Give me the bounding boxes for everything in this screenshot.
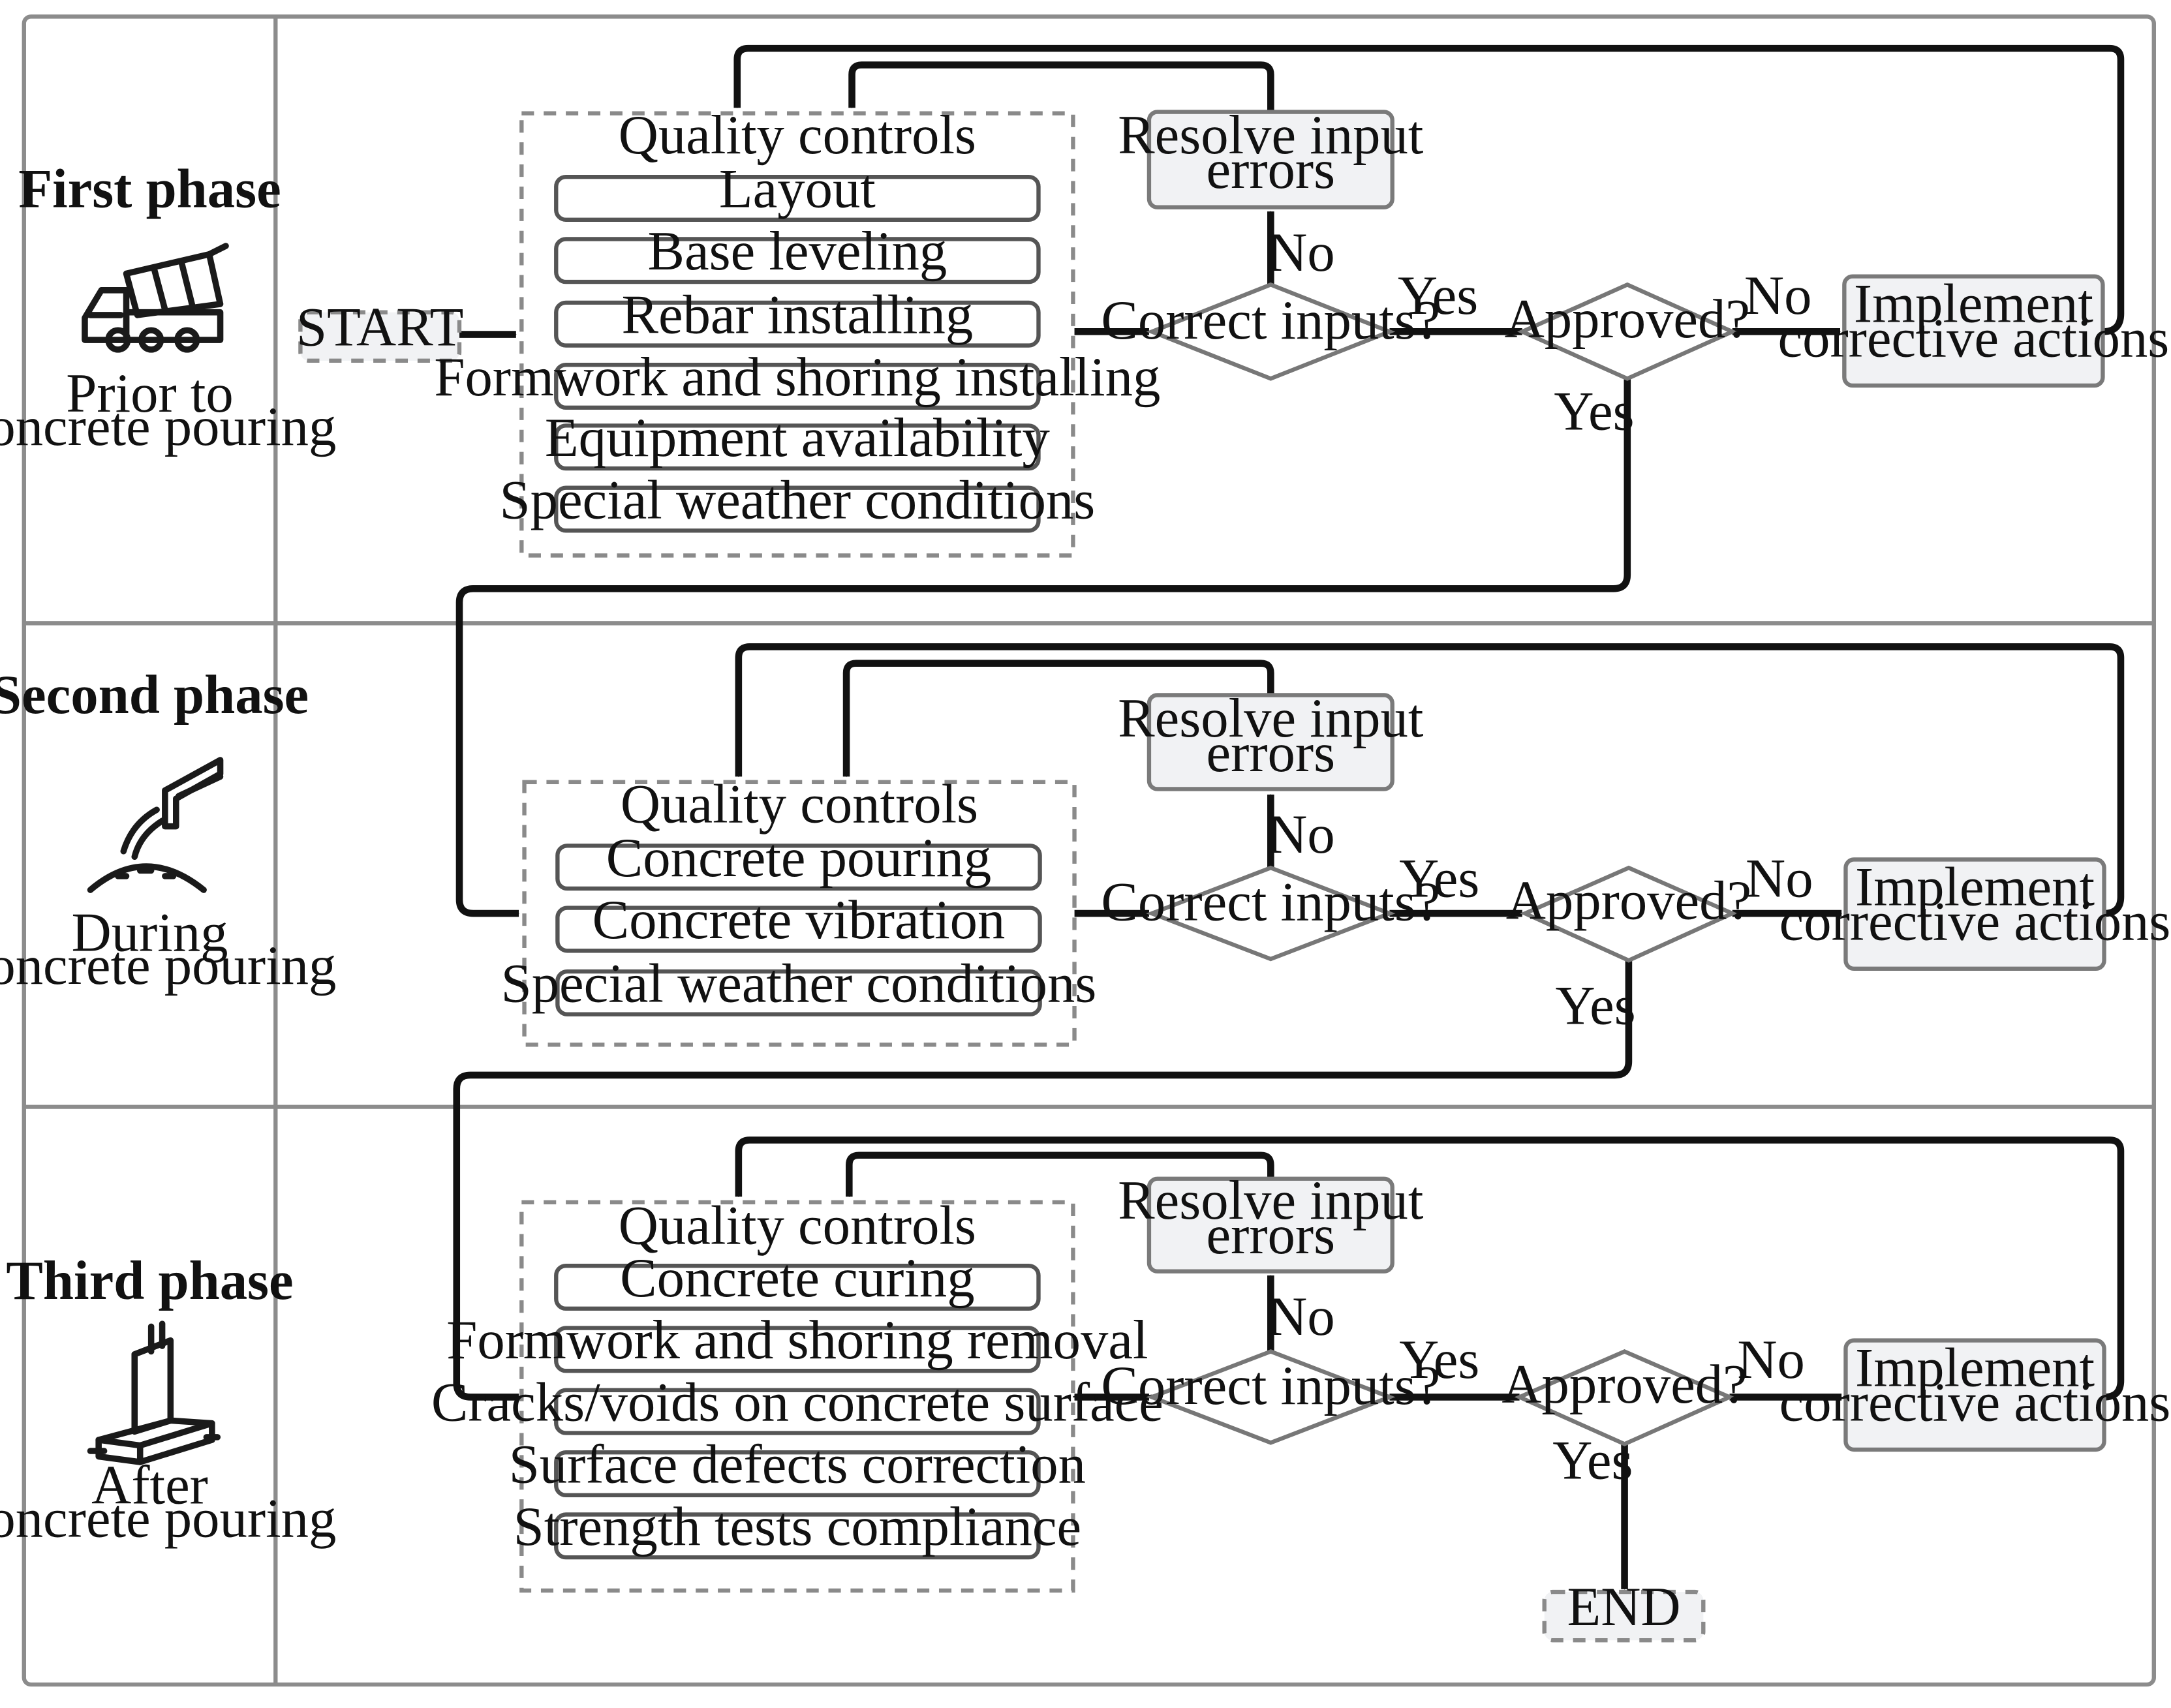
qc-item: Formwork and shoring removal (446, 1310, 1148, 1373)
phase-subtitle: Prior to (66, 363, 234, 424)
edge-label-yes: Yes (1555, 976, 1635, 1037)
resolve-label: Resolve input (1118, 688, 1424, 749)
decision-label: Correct inputs? (1101, 1356, 1440, 1416)
implement-label: corrective actions (1778, 308, 2170, 369)
start-label: START (296, 297, 463, 358)
quality-controls-group-second: Quality controls Concrete pouring Concre… (501, 774, 1097, 1047)
phase-subtitle: After (91, 1456, 208, 1516)
qc-item: Base leveling (554, 221, 1041, 284)
phase-title: Second phase (0, 665, 309, 725)
qc-item-label: Strength tests compliance (514, 1497, 1082, 1557)
qc-item-label: Base leveling (647, 221, 947, 282)
qc-item: Equipment availability (545, 408, 1051, 471)
resolve-label: errors (1207, 723, 1336, 784)
resolve-label: Resolve input (1118, 1170, 1424, 1231)
qc-item-label: Special weather conditions (501, 954, 1097, 1014)
edge-label-no: No (1744, 266, 1812, 326)
qc-item: Cracks/voids on concrete surface (431, 1372, 1163, 1435)
qc-item-label: Cracks/voids on concrete surface (431, 1372, 1163, 1433)
qc-item: Concrete pouring (555, 828, 1042, 891)
edge-label-no: No (1746, 849, 1813, 909)
resolve-label: Resolve input (1118, 105, 1424, 166)
correct-inputs-decision: Correct inputs? (1101, 282, 1440, 381)
phase-label-second: Second phase During concrete pouring (0, 665, 336, 996)
decision-label: Correct inputs? (1101, 290, 1440, 351)
quality-controls-group-third: Quality controls Concrete curing Formwor… (431, 1195, 1163, 1593)
implement-corrective-actions-node: Implement corrective actions (1779, 857, 2171, 971)
edge-label-no: No (1737, 1330, 1805, 1390)
implement-label: corrective actions (1779, 891, 2171, 952)
retaining-wall-icon (87, 1320, 221, 1465)
implement-label: Implement (1854, 274, 2093, 335)
end-label: END (1567, 1577, 1680, 1638)
edge-label-yes: Yes (1399, 849, 1479, 909)
decision-label: Approved? (1501, 1354, 1747, 1415)
swimlane-frame (22, 14, 2156, 1687)
qc-item: Concrete curing (554, 1248, 1041, 1311)
qc-item-label: Equipment availability (545, 408, 1051, 468)
concrete-mixer-truck-icon (82, 243, 229, 353)
approved-decision: Approved? (1501, 1349, 1748, 1446)
quality-controls-group-first: Quality controls Layout Base leveling Re… (434, 105, 1160, 558)
edge-label-yes: Yes (1399, 1330, 1479, 1390)
correct-inputs-decision: Correct inputs? (1101, 1349, 1440, 1445)
quality-controls-title: Quality controls (621, 774, 978, 834)
resolve-label: errors (1207, 1205, 1336, 1266)
concrete-pouring-icon (87, 757, 224, 893)
implement-label: corrective actions (1779, 1372, 2171, 1433)
edge-label-yes: Yes (1554, 382, 1634, 442)
approved-decision: Approved? (1505, 282, 1750, 381)
implement-label: Implement (1855, 1337, 2095, 1398)
edge-label-no: No (1267, 222, 1335, 283)
resolve-input-errors-node: Resolve input errors (1118, 688, 1424, 791)
implement-label: Implement (1855, 857, 2095, 917)
qc-item: Formwork and shoring installing (434, 347, 1160, 410)
qc-item-label: Layout (719, 159, 876, 220)
flow-connectors (453, 44, 2125, 1590)
phase-title: Third phase (6, 1251, 293, 1311)
qc-item-label: Concrete curing (620, 1248, 974, 1309)
phase-label-third: Third phase After concrete pouring (0, 1251, 336, 1549)
resolve-label: errors (1207, 140, 1336, 200)
qc-item-label: Rebar installing (621, 284, 973, 345)
phase-subtitle: concrete pouring (0, 1488, 336, 1549)
qc-item: Layout (554, 159, 1041, 222)
resolve-input-errors-node: Resolve input errors (1118, 105, 1424, 209)
start-node: START (296, 297, 463, 363)
qc-item: Strength tests compliance (514, 1497, 1082, 1560)
qc-item-label: Concrete vibration (593, 890, 1006, 951)
qc-item: Surface defects correction (509, 1435, 1086, 1497)
decision-label: Approved? (1506, 871, 1751, 932)
phase-subtitle: concrete pouring (0, 397, 336, 457)
qc-item: Rebar installing (554, 284, 1041, 348)
qc-item-label: Formwork and shoring installing (434, 347, 1160, 408)
approved-decision: Approved? (1506, 865, 1751, 963)
resolve-input-errors-node: Resolve input errors (1118, 1170, 1424, 1273)
phase-label-first: First phase Prior to concrete pouring (0, 159, 336, 457)
correct-inputs-decision: Correct inputs? (1101, 865, 1440, 962)
qc-item-label: Formwork and shoring removal (446, 1310, 1148, 1371)
decision-label: Correct inputs? (1101, 872, 1440, 933)
phase-subtitle: During (72, 902, 228, 963)
implement-corrective-actions-node: Implement corrective actions (1779, 1337, 2171, 1452)
edge-labels: No Yes No Yes No Yes No Yes No Yes No Ye… (1267, 222, 1813, 1491)
qc-item: Special weather conditions (501, 954, 1097, 1016)
decision-label: Approved? (1505, 289, 1750, 350)
end-node: END (1542, 1577, 1706, 1643)
qc-item-label: Concrete pouring (606, 828, 992, 889)
quality-controls-title: Quality controls (619, 105, 976, 166)
implement-corrective-actions-node: Implement corrective actions (1778, 274, 2170, 388)
qc-item: Special weather conditions (499, 470, 1095, 533)
quality-controls-title: Quality controls (619, 1195, 976, 1256)
qc-item-label: Surface defects correction (509, 1435, 1086, 1495)
edge-label-no: No (1267, 1287, 1335, 1347)
edge-label-yes: Yes (1398, 266, 1478, 326)
qc-item-label: Special weather conditions (499, 470, 1095, 530)
edge-label-no: No (1267, 804, 1335, 865)
qc-item: Concrete vibration (555, 890, 1042, 953)
phase-subtitle: concrete pouring (0, 936, 336, 996)
phase-title: First phase (18, 159, 281, 220)
